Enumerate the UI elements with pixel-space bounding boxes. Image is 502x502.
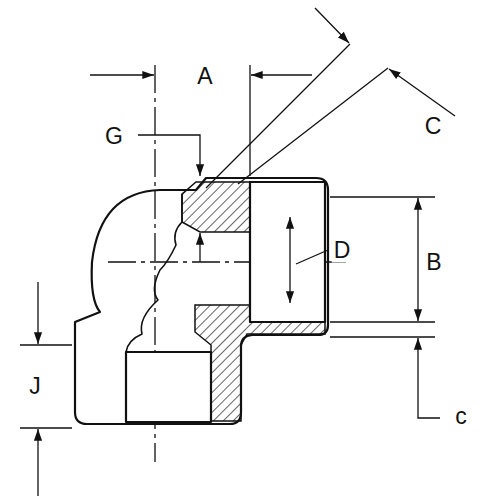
dimension-letter: D — [332, 238, 353, 263]
dimension-letter: G — [103, 124, 125, 149]
dimension-letter: B — [424, 250, 443, 275]
dimension-letter: J — [27, 374, 43, 399]
dimension-letter: c — [453, 404, 469, 429]
dimension-letter: A — [195, 64, 214, 89]
dimension-letter: C — [423, 114, 444, 139]
